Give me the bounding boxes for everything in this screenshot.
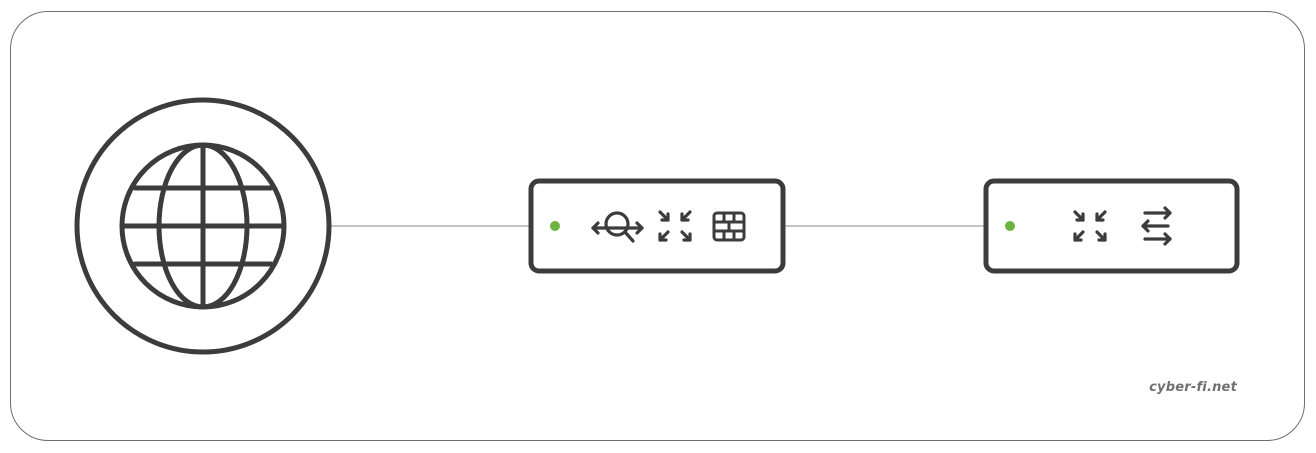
routing-arrows-icon [658,210,692,242]
internet-node[interactable] [74,97,332,355]
inspection-icon [591,211,644,243]
firewall-icon [712,211,746,242]
globe-icon [119,142,287,310]
device-1-node[interactable] [528,178,786,274]
device-1-box [528,178,786,274]
device-1-status-dot [550,221,560,231]
device-2-node[interactable] [983,178,1240,274]
device-2-box [983,178,1240,274]
routing-arrows-icon [1073,210,1107,242]
switch-arrows-icon [1141,206,1172,246]
device-2-status-dot [1005,221,1015,231]
watermark-text: cyber-fi.net [1149,380,1237,395]
